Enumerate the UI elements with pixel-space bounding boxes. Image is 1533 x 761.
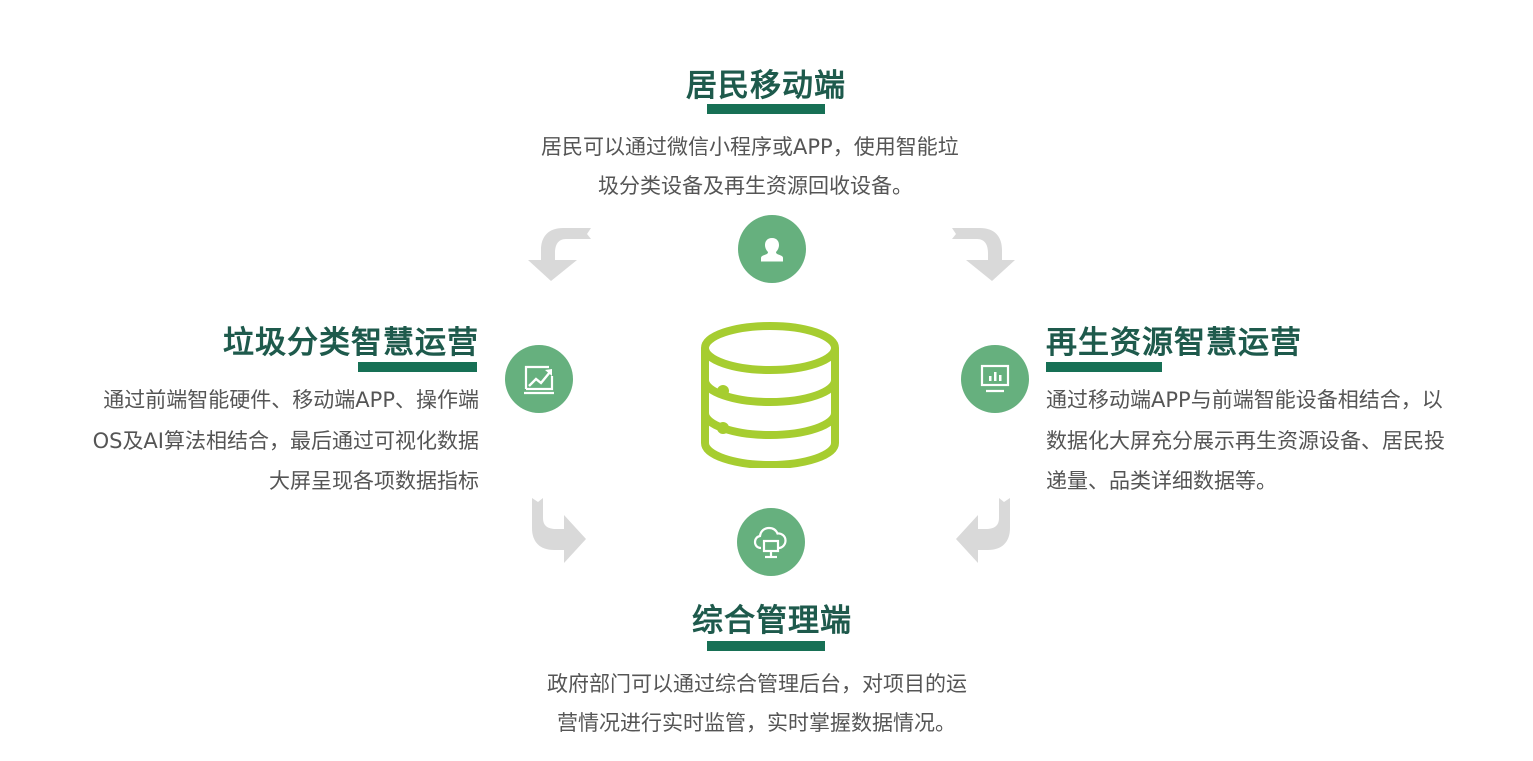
- left-desc-2: OS及AI算法相结合，最后通过可视化数据: [92, 429, 479, 453]
- user-icon: [738, 215, 806, 283]
- right-underline: [1046, 362, 1162, 372]
- bottom-underline: [707, 641, 825, 651]
- arrow-top-right-icon: [952, 228, 1015, 281]
- right-desc-1: 通过移动端APP与前端智能设备相结合，以: [1046, 388, 1443, 412]
- top-desc-2: 圾分类设备及再生资源回收设备。: [598, 174, 913, 198]
- database-icon: [695, 318, 845, 470]
- arrow-bottom-left-icon: [532, 498, 586, 563]
- bottom-desc-1: 政府部门可以通过综合管理后台，对项目的运: [547, 672, 967, 696]
- right-title: 再生资源智慧运营: [1046, 325, 1302, 361]
- top-desc-1: 居民可以通过微信小程序或APP，使用智能垃: [541, 135, 959, 159]
- left-underline: [358, 362, 477, 372]
- arrow-bottom-right-icon: [956, 498, 1010, 563]
- left-title: 垃圾分类智慧运营: [223, 325, 479, 361]
- left-desc-1: 通过前端智能硬件、移动端APP、操作端: [103, 388, 479, 412]
- arrow-top-left-icon: [528, 228, 591, 281]
- right-desc-2: 数据化大屏充分展示再生资源设备、居民投: [1046, 429, 1445, 453]
- right-desc-3: 递量、品类详细数据等。: [1046, 469, 1277, 493]
- left-desc-3: 大屏呈现各项数据指标: [269, 469, 479, 493]
- trend-chart-icon: [505, 345, 573, 413]
- monitor-bar-chart-icon: [961, 345, 1029, 413]
- cloud-computer-icon: [737, 508, 805, 576]
- bottom-desc-2: 营情况进行实时监管，实时掌握数据情况。: [557, 711, 956, 735]
- bottom-title: 综合管理端: [692, 603, 852, 639]
- top-underline: [707, 104, 825, 114]
- top-title: 居民移动端: [686, 68, 846, 104]
